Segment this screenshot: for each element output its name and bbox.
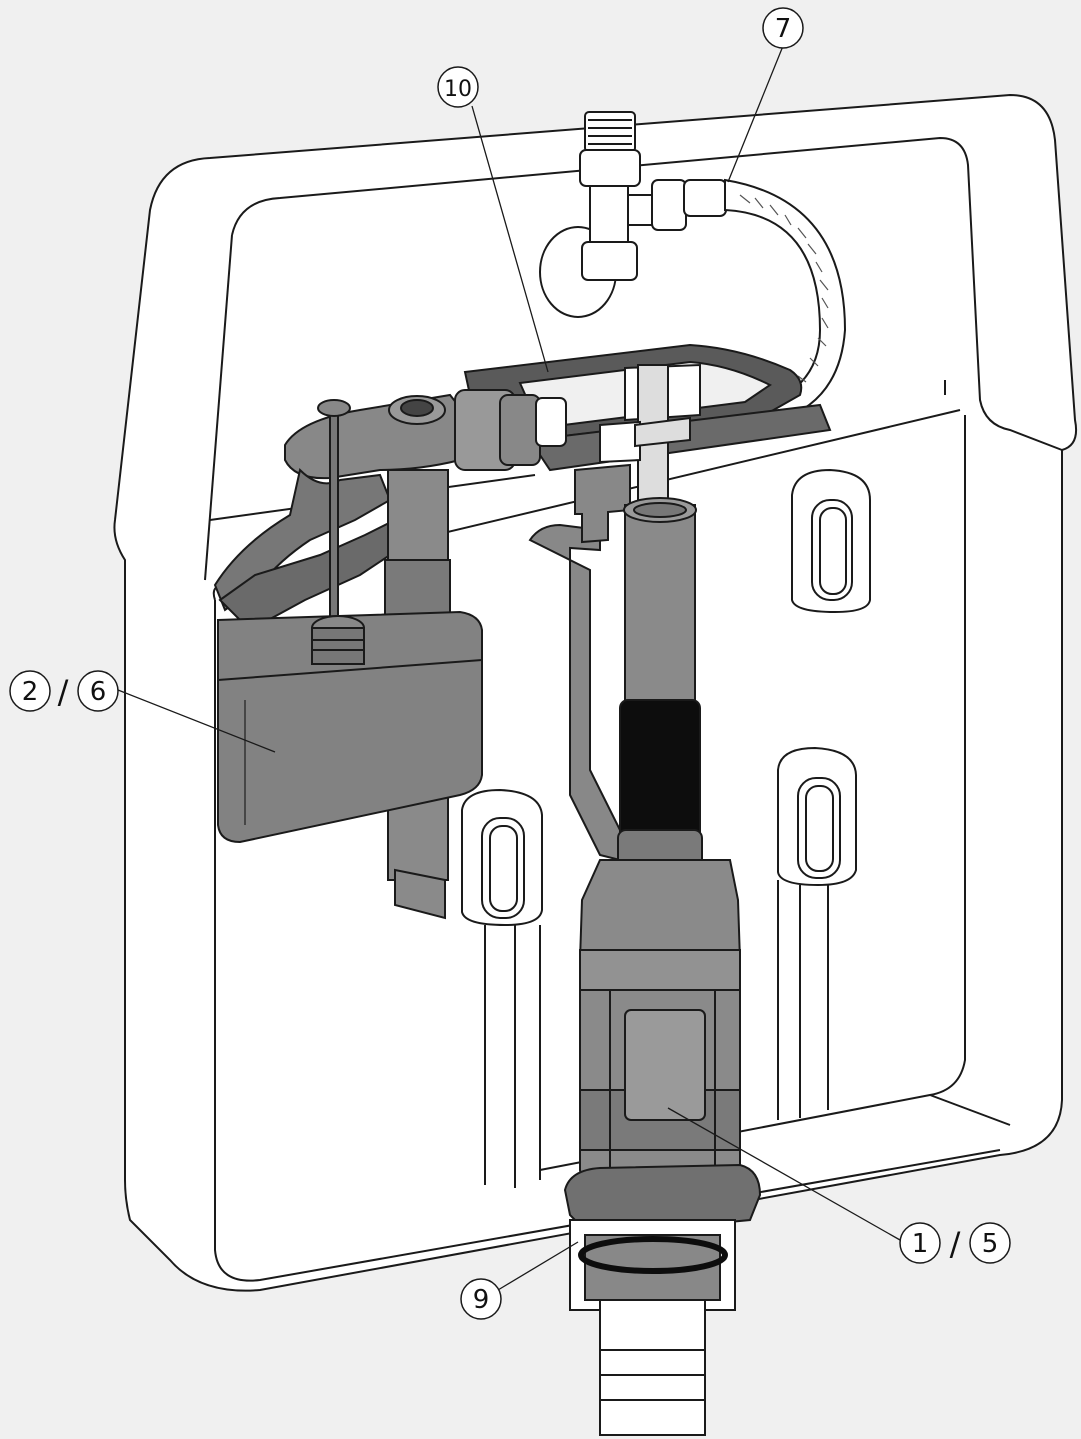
outlet-pipe bbox=[569, 1219, 736, 1436]
callout-5-label: 5 bbox=[982, 1229, 999, 1259]
wall-bracket-center bbox=[461, 788, 543, 1188]
callout-6-label: 6 bbox=[90, 677, 107, 707]
cistern-shell bbox=[113, 93, 1078, 1292]
callout-1: 1 bbox=[899, 1222, 941, 1264]
wall-bracket-right-top bbox=[791, 468, 871, 614]
callout-5: 5 bbox=[969, 1222, 1011, 1264]
inlet-tee-valve bbox=[539, 111, 727, 318]
callout-10-label: 10 bbox=[444, 77, 472, 102]
callout-2: 2 bbox=[9, 670, 51, 712]
callout-9-label: 9 bbox=[473, 1285, 490, 1315]
wall-bracket-right-mid bbox=[777, 746, 857, 1120]
callout-7: 7 bbox=[762, 7, 804, 49]
callout-6: 6 bbox=[77, 670, 119, 712]
callout-7-label: 7 bbox=[775, 14, 792, 44]
callout-2-label: 2 bbox=[22, 677, 39, 707]
callout-1-label: 1 bbox=[912, 1229, 929, 1259]
flush-valve-guide bbox=[528, 463, 631, 862]
float-box bbox=[217, 610, 483, 844]
callout-10: 10 bbox=[437, 66, 479, 108]
leader-lines bbox=[117, 45, 901, 1291]
separator-1-5: / bbox=[950, 1225, 961, 1263]
separator-2-6: / bbox=[58, 673, 69, 711]
overflow-pipe bbox=[617, 497, 703, 871]
callout-9: 9 bbox=[460, 1278, 502, 1320]
flush-valve-body bbox=[563, 859, 762, 1237]
callouts: 7 10 2 / 6 1 / 5 9 bbox=[9, 7, 1011, 1320]
